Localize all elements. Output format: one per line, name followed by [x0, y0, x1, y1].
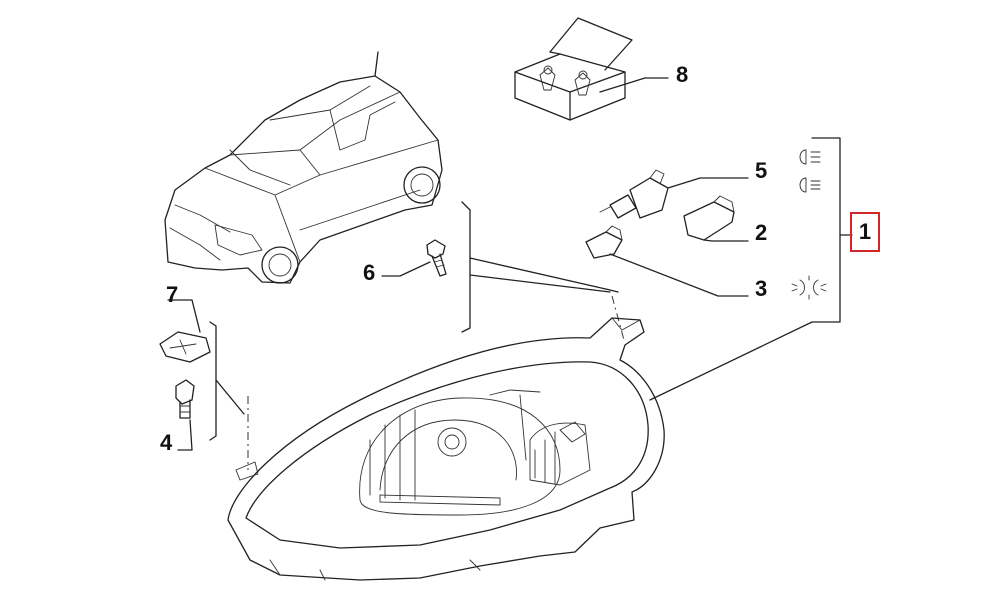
bracket-1 [811, 137, 841, 323]
callout-5: 5 [755, 158, 768, 183]
bolt-icon [175, 379, 195, 419]
h4-bulb-icon [599, 169, 669, 219]
leader-6b [469, 257, 619, 293]
position-light-symbol-icon [791, 275, 827, 300]
callout-4: 4 [160, 430, 173, 455]
leader-4 [177, 419, 193, 451]
low-beam-symbol-icon [799, 149, 821, 165]
wedge-bulb-icon [683, 195, 735, 241]
callout-1: 1 [858, 219, 872, 244]
callout-8: 8 [676, 62, 689, 87]
leader-8 [599, 77, 669, 93]
leader-6c [469, 274, 611, 293]
bracket-6 [461, 201, 471, 333]
callout-7: 7 [166, 282, 179, 307]
leader-4-7 [215, 379, 245, 415]
callout-3: 3 [755, 276, 768, 301]
bulb-kit-box-icon [514, 17, 633, 121]
car-illustration-icon [164, 51, 443, 284]
leader-6 [381, 261, 431, 277]
leader-7 [167, 299, 201, 333]
bracket-4-7 [209, 321, 217, 441]
clip-nut-icon [159, 331, 211, 363]
leader-5 [667, 177, 749, 189]
leader-3 [609, 253, 749, 297]
callout-6: 6 [363, 260, 376, 285]
leader-2 [703, 239, 749, 242]
high-beam-symbol-icon [799, 177, 821, 193]
headlamp-assembly-icon [227, 317, 665, 581]
bolt-icon [426, 239, 447, 277]
wedge-bulb-icon [585, 225, 623, 259]
leader-1 [649, 321, 813, 401]
callout-2: 2 [755, 220, 768, 245]
callout-1-highlight: 1 [850, 212, 880, 252]
